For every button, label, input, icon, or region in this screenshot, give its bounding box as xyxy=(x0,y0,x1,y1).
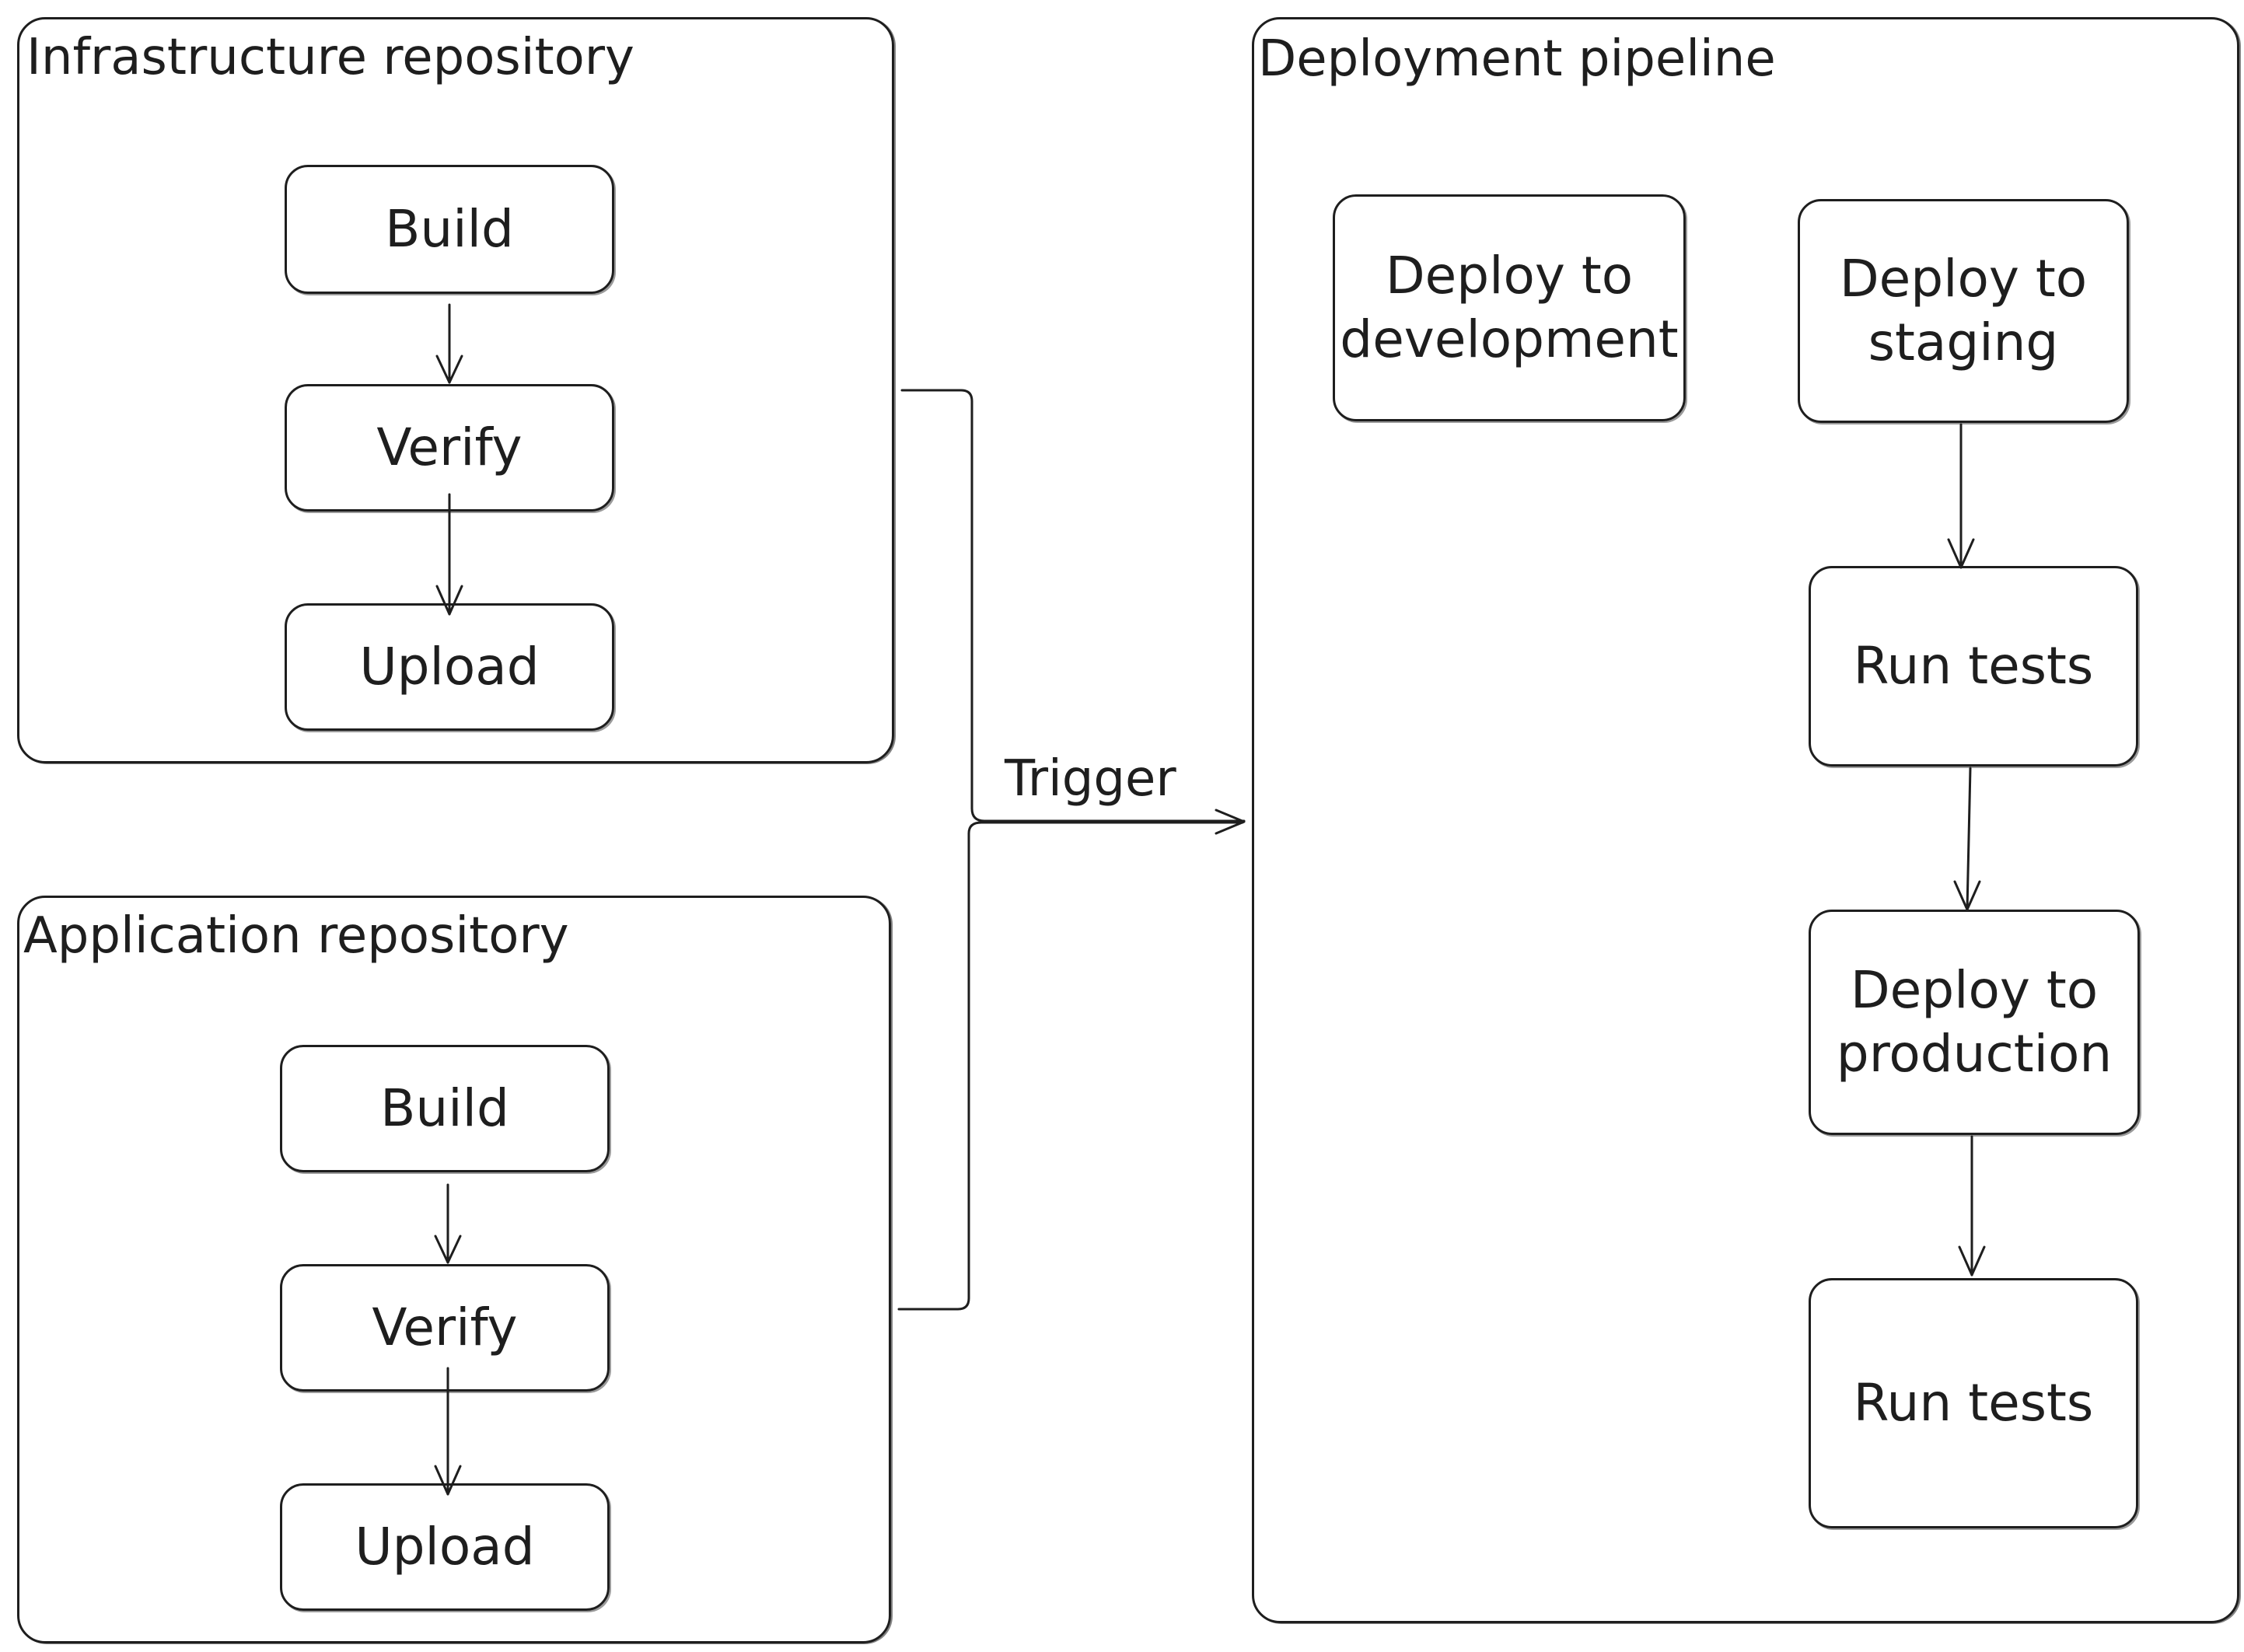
infrastructure-repository-title: Infrastructure repository xyxy=(26,29,634,86)
app-build-label: Build xyxy=(380,1077,509,1138)
run-tests-label-2: Run tests xyxy=(1853,1372,2094,1433)
trigger-label: Trigger xyxy=(1005,750,1176,808)
infra-build-step: Build xyxy=(285,165,614,294)
deploy-to-production-step: Deploy to production xyxy=(1809,910,2140,1135)
app-build-step: Build xyxy=(280,1045,610,1172)
infra-verify-label: Verify xyxy=(376,417,523,477)
deploy-to-production-label: Deploy to production xyxy=(1836,959,2113,1084)
app-upload-step: Upload xyxy=(280,1483,610,1611)
deploy-to-development-step: Deploy to development xyxy=(1333,194,1686,421)
run-tests-step-2: Run tests xyxy=(1809,1278,2138,1528)
infra-upload-label: Upload xyxy=(359,636,540,697)
infra-build-label: Build xyxy=(385,198,514,259)
app-verify-step: Verify xyxy=(280,1264,610,1392)
infra-verify-step: Verify xyxy=(285,384,614,512)
trigger-arrowhead xyxy=(1215,809,1246,835)
infrastructure-repository-container xyxy=(17,17,894,763)
run-tests-label-1: Run tests xyxy=(1853,635,2094,696)
deployment-pipeline-container xyxy=(1252,17,2239,1623)
deploy-to-staging-step: Deploy to staging xyxy=(1798,199,2129,423)
application-repository-title: Application repository xyxy=(23,907,569,965)
deployment-pipeline-title: Deployment pipeline xyxy=(1258,30,1776,88)
app-upload-label: Upload xyxy=(355,1516,535,1577)
run-tests-step-1: Run tests xyxy=(1809,566,2138,767)
deploy-to-staging-label: Deploy to staging xyxy=(1839,248,2088,373)
deploy-to-development-label: Deploy to development xyxy=(1340,245,1679,370)
application-repository-container xyxy=(17,896,891,1643)
infra-upload-step: Upload xyxy=(285,603,614,731)
app-verify-label: Verify xyxy=(372,1297,518,1357)
app-to-pipeline-connector xyxy=(897,821,1244,1311)
